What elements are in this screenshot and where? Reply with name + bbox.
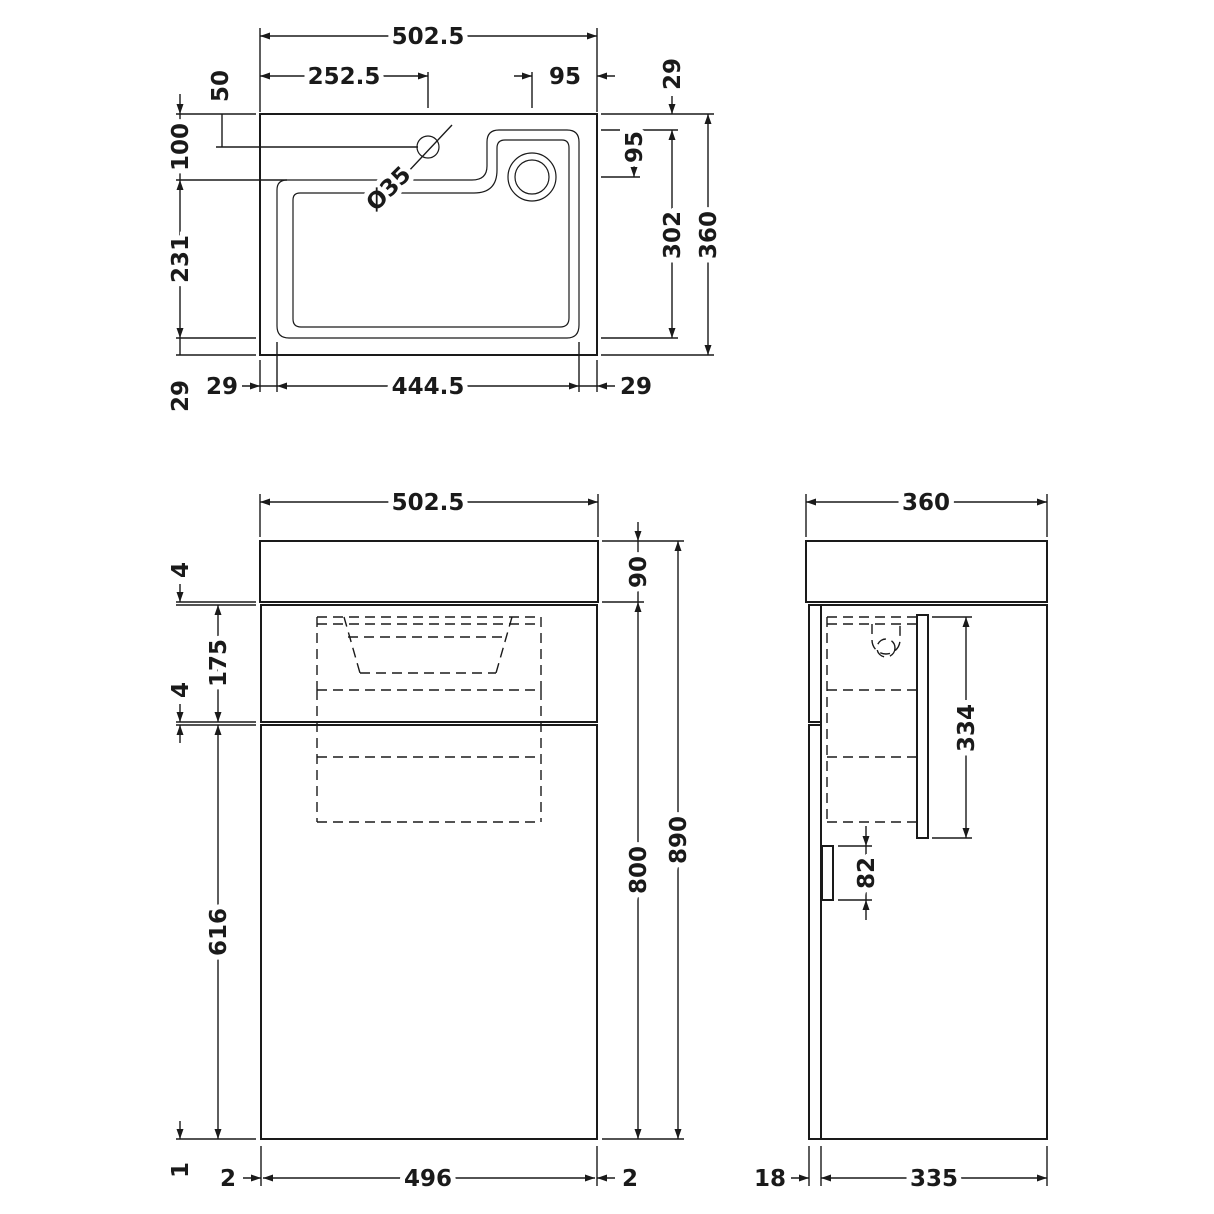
door-front	[260, 724, 598, 1140]
label-side-right: 2	[622, 1166, 638, 1192]
label-waste-from-side: 95	[622, 131, 648, 163]
label-overall-width: 502.5	[392, 24, 465, 50]
label-gap-top: 4	[168, 562, 194, 578]
basin-side-outline	[805, 540, 1048, 603]
label-bowl-length: 231	[168, 235, 194, 283]
door-front-edge	[808, 724, 822, 1140]
label-side-left: 2	[220, 1166, 236, 1192]
label-right-margin: 29	[620, 374, 652, 400]
hidden-basin-bowl	[316, 616, 542, 823]
waste-outer-ring	[507, 152, 557, 202]
label-bowl-width: 444.5	[392, 374, 465, 400]
wall-bracket	[916, 614, 929, 839]
label-overall-height: 890	[666, 816, 692, 864]
label-overall-depth: 360	[696, 211, 722, 259]
basin-front-outline	[259, 540, 599, 603]
label-waste-offset: 95	[549, 64, 581, 90]
label-basin-height: 90	[626, 556, 652, 588]
label-drawer-height: 175	[206, 639, 232, 687]
label-tap-hole-diameter: Ø35	[362, 162, 417, 217]
tap-hole-leader	[374, 124, 453, 208]
handle-profile	[821, 845, 834, 901]
label-door-height: 616	[206, 908, 232, 956]
label-carcass-width: 496	[404, 1166, 452, 1192]
label-carcass-height: 800	[626, 846, 652, 894]
label-overall-depth: 360	[902, 490, 950, 516]
front-view: 502.5 90 800 890 4 175 4 616 1 2 496 2	[168, 485, 697, 1197]
label-door-thickness: 18	[754, 1166, 786, 1192]
drawer-front	[260, 604, 598, 723]
label-top-margin: 29	[660, 58, 686, 90]
label-tap-to-bowl: 100	[168, 123, 194, 171]
label-front-margin: 29	[168, 380, 194, 412]
label-bottom-gap: 1	[168, 1162, 194, 1178]
label-overall-width: 502.5	[392, 490, 465, 516]
label-tap-offset: 252.5	[308, 64, 381, 90]
side-view: 360 334 82 18 335	[754, 485, 1048, 1197]
label-bowl-depth: 302	[660, 211, 686, 259]
tap-hole	[416, 135, 440, 159]
waste-inner-ring	[514, 159, 550, 195]
hidden-trap-outline	[826, 616, 917, 823]
bowl-outer-outline	[276, 129, 580, 339]
label-trap-height: 334	[954, 704, 980, 752]
label-tap-from-back: 50	[208, 70, 234, 102]
drawer-front-edge	[808, 604, 822, 723]
basin-top-outline	[259, 113, 598, 356]
label-left-margin: 29	[206, 374, 238, 400]
label-gap-middle: 4	[168, 682, 194, 698]
plan-view: 502.5 252.5 95 50 100 231 29 29 95 302 3…	[163, 19, 727, 412]
label-handle-height: 82	[854, 857, 880, 889]
bowl-inner-outline	[292, 139, 570, 328]
label-carcass-depth: 335	[910, 1166, 958, 1192]
